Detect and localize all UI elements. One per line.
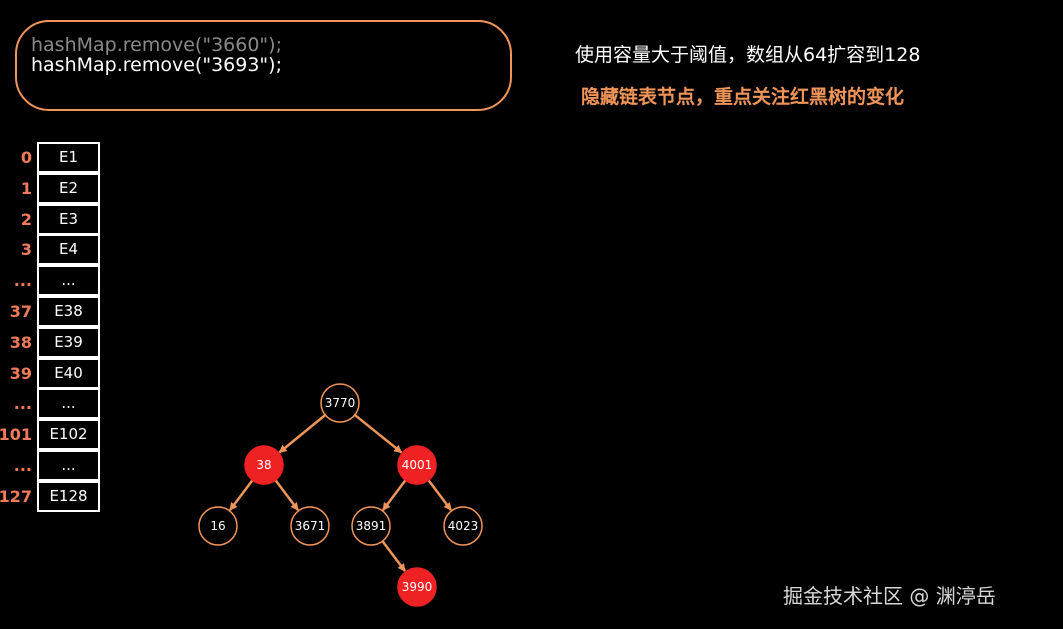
tree-node-label: 3891 bbox=[356, 519, 387, 533]
tree-edge-arrow bbox=[427, 479, 452, 511]
tree-node-label: 4023 bbox=[448, 519, 479, 533]
array-row: 37 E38 bbox=[0, 296, 110, 327]
tree-node-label: 4001 bbox=[402, 458, 433, 472]
array-bucket-cell: ... bbox=[37, 388, 100, 420]
array-row: ...... bbox=[0, 450, 110, 481]
tree-node-circle bbox=[320, 383, 360, 423]
tree-edge-arrow bbox=[274, 479, 299, 511]
tree-node-circle bbox=[443, 506, 483, 546]
array-index-label: 101 bbox=[0, 425, 32, 445]
array-index-label: ... bbox=[13, 271, 32, 291]
tree-node-3990: 3990 bbox=[397, 567, 437, 607]
array-index-label: 39 bbox=[9, 363, 32, 383]
array-index-label: ... bbox=[13, 456, 32, 475]
tree-edge-arrow bbox=[381, 540, 406, 572]
tree-node-4023: 4023 bbox=[443, 506, 483, 546]
array-index-label: 2 bbox=[20, 209, 32, 229]
array-index-label: 38 bbox=[9, 332, 32, 352]
tree-node-circle bbox=[397, 567, 437, 607]
tree-node-circle bbox=[290, 506, 330, 546]
array-index-label: ... bbox=[13, 394, 32, 414]
tree-node-circle bbox=[198, 506, 238, 546]
array-bucket-cell: E128 bbox=[37, 480, 100, 512]
array-bucket-cell: E3 bbox=[37, 203, 100, 235]
tree-edge-arrow bbox=[229, 479, 254, 511]
array-index-label: 127 bbox=[0, 486, 32, 506]
code-line-remove-3693: hashMap.remove("3693"); bbox=[31, 54, 282, 76]
code-line-remove-3660: hashMap.remove("3660"); bbox=[31, 34, 282, 56]
tree-node-label: 38 bbox=[256, 458, 271, 472]
tree-node-label: 3990 bbox=[402, 580, 433, 594]
array-bucket-cell: ... bbox=[37, 265, 100, 297]
tree-node-circle bbox=[351, 506, 391, 546]
array-row: ...... bbox=[0, 388, 110, 420]
array-row: ...... bbox=[0, 265, 110, 297]
array-bucket-cell: ... bbox=[37, 450, 100, 481]
watermark: 掘金技术社区 @ 渊渟岳 bbox=[783, 584, 996, 608]
tree-node-circle bbox=[244, 445, 284, 485]
tree-edge-arrow bbox=[278, 414, 327, 454]
tree-node-3891: 3891 bbox=[351, 506, 391, 546]
tree-node-16: 16 bbox=[198, 506, 238, 546]
array-bucket-cell: E4 bbox=[37, 234, 100, 266]
array-row: 0 E1 bbox=[0, 142, 110, 173]
array-bucket-cell: E39 bbox=[37, 326, 100, 358]
code-box: hashMap.remove("3660"); hashMap.remove("… bbox=[15, 20, 512, 111]
array-index-label: 1 bbox=[20, 178, 32, 198]
note-resize: 使用容量大于阈值，数组从64扩容到128 bbox=[575, 44, 921, 66]
tree-node-3671: 3671 bbox=[290, 506, 330, 546]
tree-node-label: 16 bbox=[210, 519, 225, 533]
tree-node-label: 3671 bbox=[295, 519, 326, 533]
array-index-label: 37 bbox=[9, 302, 32, 321]
note-focus-tree: 隐藏链表节点，重点关注红黑树的变化 bbox=[581, 86, 905, 108]
array-index-label: 0 bbox=[20, 148, 32, 167]
tree-node-4001: 4001 bbox=[397, 445, 437, 485]
tree-edge-arrow bbox=[382, 479, 407, 511]
tree-node-3770: 3770 bbox=[320, 383, 360, 423]
array-index-label: 3 bbox=[20, 240, 32, 260]
array-bucket-cell: E102 bbox=[37, 419, 100, 451]
array-bucket-cell: E38 bbox=[37, 296, 100, 327]
array-bucket-cell: E40 bbox=[37, 357, 100, 389]
array-bucket-cell: E2 bbox=[37, 172, 100, 204]
tree-node-label: 3770 bbox=[325, 396, 356, 410]
array-bucket-cell: E1 bbox=[37, 142, 100, 173]
tree-node-38: 38 bbox=[244, 445, 284, 485]
tree-node-circle bbox=[397, 445, 437, 485]
tree-edge-arrow bbox=[354, 413, 403, 454]
